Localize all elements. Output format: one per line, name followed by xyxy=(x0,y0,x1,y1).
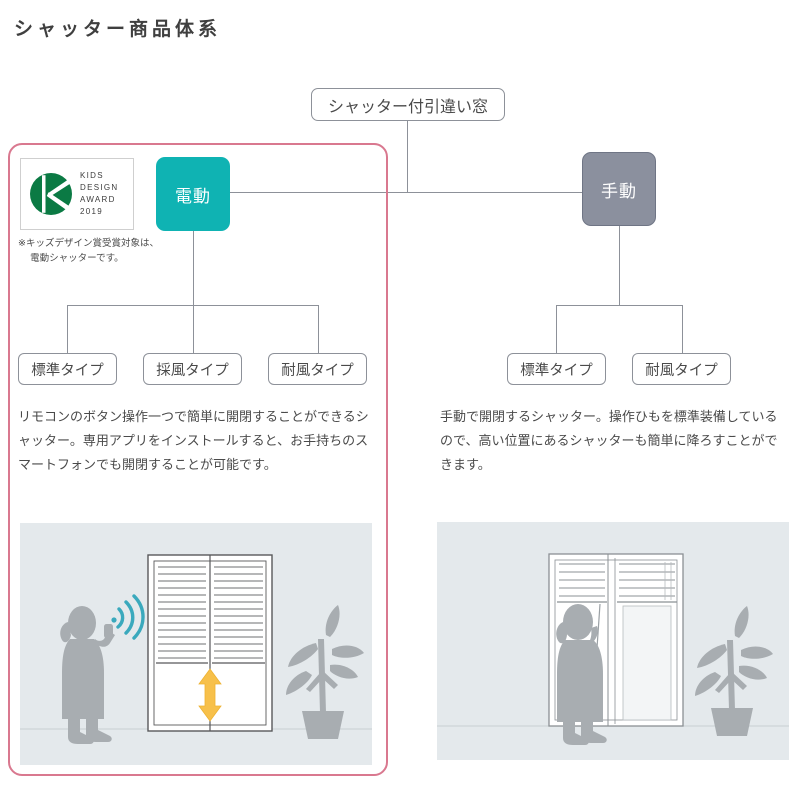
woman-with-remote-silhouette xyxy=(60,606,115,744)
connector-manual-child-2 xyxy=(682,305,683,353)
electric-shutter-scene-graphic xyxy=(20,523,372,765)
manual-shutter-scene-graphic xyxy=(437,522,789,760)
connector-manual-vertical xyxy=(619,226,620,306)
node-electric-type-standard[interactable]: 標準タイプ xyxy=(18,353,117,385)
illustration-electric-shutter xyxy=(20,523,372,765)
node-root-shutter-window[interactable]: シャッター付引違い窓 xyxy=(311,88,505,121)
kids-design-award-text: KIDS DESIGN AWARD 2019 xyxy=(80,171,118,217)
kids-design-award-logo-icon xyxy=(30,173,72,215)
node-electric-type-windresistant[interactable]: 耐風タイプ xyxy=(268,353,367,385)
connector-electric-child-3 xyxy=(318,305,319,353)
node-electric-type-ventilation[interactable]: 採風タイプ xyxy=(143,353,242,385)
operation-cord-icon xyxy=(596,603,601,649)
connector-electric-child-1 xyxy=(67,305,68,353)
node-electric[interactable]: 電動 xyxy=(156,157,230,231)
illustration-manual-shutter xyxy=(437,522,789,760)
kids-design-award-badge: KIDS DESIGN AWARD 2019 xyxy=(20,158,134,230)
connector-manual-bus xyxy=(556,305,682,306)
node-manual-type-windresistant[interactable]: 耐風タイプ xyxy=(632,353,731,385)
potted-plant-silhouette xyxy=(286,605,364,739)
page-title: シャッター商品体系 xyxy=(14,19,222,40)
award-line-4: 2019 xyxy=(80,207,103,216)
description-manual: 手動で開閉するシャッター。操作ひもを標準装備しているので、高い位置にあるシャッタ… xyxy=(440,409,778,473)
award-line-3: AWARD xyxy=(80,195,116,204)
award-line-2: DESIGN xyxy=(80,183,119,192)
award-note: ※キッズデザイン賞受賞対象は、 電動シャッターです。 xyxy=(18,238,159,265)
connector-main-horizontal xyxy=(230,192,582,193)
woman-pulling-cord-silhouette xyxy=(556,604,607,745)
node-manual-type-standard[interactable]: 標準タイプ xyxy=(507,353,606,385)
node-manual[interactable]: 手動 xyxy=(582,152,656,226)
description-electric: リモコンのボタン操作一つで簡単に開閉することができるシャッター。専用アプリをイン… xyxy=(18,409,369,473)
signal-dot-icon xyxy=(111,617,117,623)
signal-waves-icon xyxy=(116,594,145,640)
potted-plant-silhouette xyxy=(695,606,773,736)
connector-electric-vertical xyxy=(193,231,194,306)
award-line-1: KIDS xyxy=(80,171,104,180)
connector-root-vertical xyxy=(407,121,408,192)
connector-electric-child-2 xyxy=(193,305,194,353)
connector-manual-child-1 xyxy=(556,305,557,353)
up-down-arrow-icon xyxy=(198,668,222,722)
